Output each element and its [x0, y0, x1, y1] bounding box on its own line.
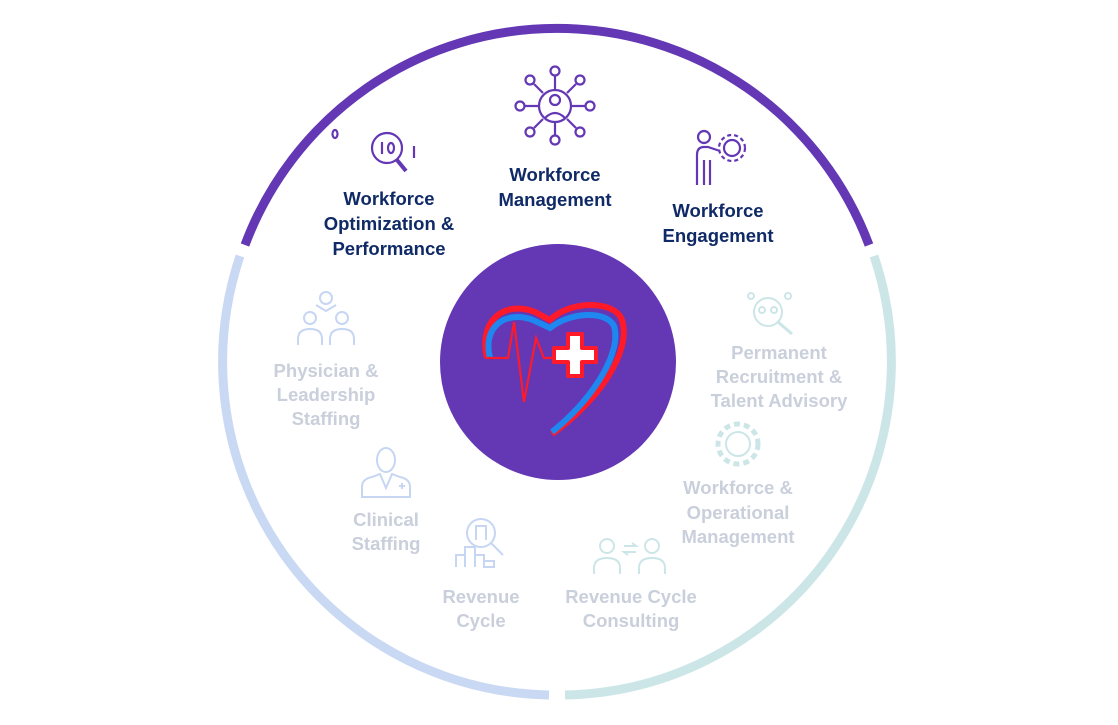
- segment-label-management: Workforce Management: [498, 162, 611, 212]
- label-line: Clinical: [353, 509, 419, 530]
- segment-label-engagement: Workforce Engagement: [662, 198, 773, 248]
- ring-arc-consulting: [564, 254, 896, 700]
- people-exchange-icon: [593, 538, 666, 574]
- segment-label-revenue-cycle: Revenue Cycle: [442, 585, 519, 633]
- label-line: Permanent: [731, 342, 827, 363]
- network-person-icon: [514, 65, 596, 146]
- person-gear-icon: [695, 129, 747, 185]
- center-logo: [440, 244, 676, 480]
- label-line: Revenue Cycle: [565, 586, 697, 607]
- clinician-icon: [361, 447, 411, 498]
- label-line: Leadership: [276, 384, 376, 405]
- label-line: Workforce &: [683, 477, 793, 498]
- label-line: Engagement: [662, 225, 774, 246]
- label-line: Staffing: [291, 408, 361, 429]
- heart-pulse-medical-cross-icon: [482, 302, 627, 437]
- label-line: Management: [681, 526, 795, 547]
- label-line: Workforce: [343, 188, 435, 209]
- label-line: Performance: [332, 238, 446, 259]
- label-line: Consulting: [582, 610, 680, 631]
- label-line: Recruitment &: [715, 366, 843, 387]
- segment-label-optimization: Workforce Optimization & Performance: [324, 186, 455, 261]
- ring-arc-staffing: [218, 254, 550, 700]
- segment-label-physician: Physician & Leadership Staffing: [274, 359, 379, 431]
- team-group-icon: [297, 291, 355, 345]
- label-line: Workforce: [509, 164, 601, 185]
- label-line: Workforce: [672, 200, 764, 221]
- label-line: Staffing: [351, 533, 421, 554]
- gear-cycle-icon: [715, 421, 761, 467]
- label-line: Revenue: [442, 586, 520, 607]
- label-line: Management: [498, 189, 612, 210]
- segment-label-rc-consulting: Revenue Cycle Consulting: [565, 585, 697, 633]
- magnifier-data-icon: [331, 128, 416, 173]
- segment-label-permanent: Permanent Recruitment & Talent Advisory: [711, 341, 848, 413]
- talent-search-icon: [747, 292, 793, 336]
- chart-magnifier-icon: [455, 518, 504, 568]
- ring-arc-workforce: [240, 23, 874, 247]
- label-line: Operational: [686, 501, 790, 523]
- label-line: Cycle: [456, 610, 506, 631]
- label-line: Optimization &: [323, 213, 455, 234]
- segment-label-operational: Workforce & Operational Management: [681, 476, 794, 550]
- label-line: Physician &: [273, 360, 379, 381]
- segment-label-clinical: Clinical Staffing: [352, 508, 421, 556]
- label-line: Talent Advisory: [710, 390, 848, 411]
